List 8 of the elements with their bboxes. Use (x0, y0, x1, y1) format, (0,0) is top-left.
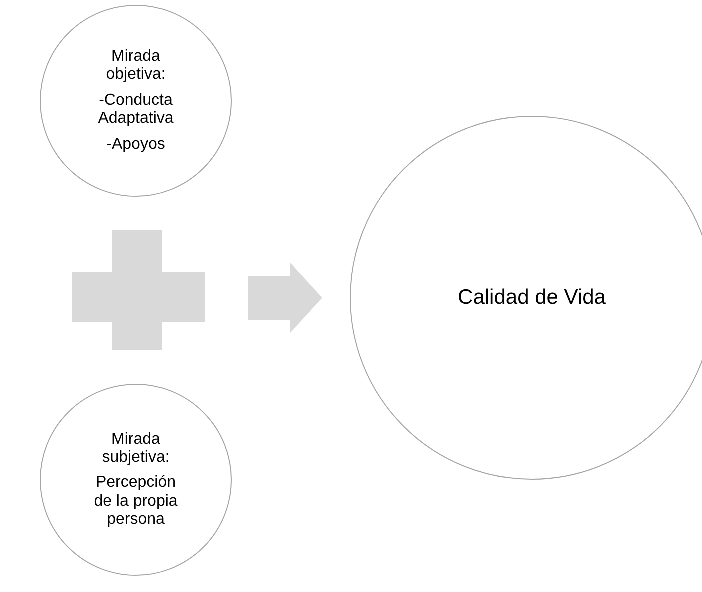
node-heading: Mirada subjetiva: (101, 430, 171, 468)
node-text: -Apoyos (106, 136, 166, 154)
plus-sign (72, 230, 205, 350)
node-heading: Mirada objetiva: (105, 48, 167, 85)
node-text: Calidad de Vida (457, 286, 607, 310)
block-arrow (248, 263, 322, 333)
node-text: -Conducta Adaptativa (97, 92, 175, 129)
node-text: Percepción de la propia persona (93, 474, 179, 530)
